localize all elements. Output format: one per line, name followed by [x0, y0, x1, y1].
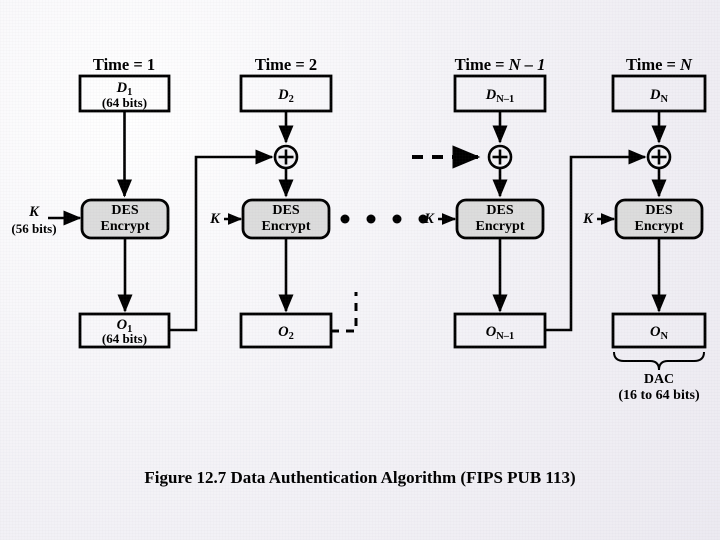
ellipsis-dot-4	[418, 214, 428, 224]
stage-n-des-line1: DES	[645, 203, 672, 218]
stage-2-feedback-dashed-path	[331, 292, 358, 333]
stage-1-data-size-label: (64 bits)	[102, 95, 147, 110]
stage-2-des-line2: Encrypt	[262, 219, 311, 234]
stage-2-time-label: Time = 2	[255, 55, 317, 74]
stage-n-minus-1-data-label: DN–1	[485, 87, 514, 105]
stage-n-minus-1-feedback-path	[545, 149, 647, 332]
stage-1-output-label: O1	[117, 317, 133, 335]
stage-n-time-label: Time = N	[626, 55, 693, 74]
stage-n-des-line2: Encrypt	[635, 219, 684, 234]
stage-n-output-box	[611, 312, 707, 349]
stage-1-key-size-label: (56 bits)	[11, 221, 56, 236]
dac-size-label: (16 to 64 bits)	[618, 388, 700, 403]
stage-2-key-symbol: K	[209, 211, 221, 227]
stage-n-group: Time = N DN DES Encrypt K ON	[582, 55, 707, 349]
stage-n-data-label: DN	[649, 87, 668, 105]
stage-1-feedback-path	[169, 149, 274, 332]
stage-1-time-label: Time = 1	[93, 55, 155, 74]
stage-n-key-symbol: K	[582, 211, 594, 227]
stage-n-output-label: ON	[650, 324, 668, 342]
dac-label: DAC	[644, 372, 674, 387]
stage-1-key-symbol: K	[28, 204, 40, 220]
dac-brace	[613, 351, 705, 371]
stage-1-group: Time = 1 D1 (64 bits) DES Encrypt K (56 …	[11, 55, 274, 349]
stage-2-output-label: O2	[278, 324, 294, 342]
stage-1-data-label: D1	[116, 80, 133, 98]
stage-n-minus-1-key-symbol: K	[423, 211, 435, 227]
stage-1-des-line1: DES	[111, 203, 138, 218]
stage-n-minus-1-time-label: Time = N – 1	[455, 55, 546, 74]
stage-1-des-line2: Encrypt	[101, 219, 150, 234]
ellipsis-dot-2	[366, 214, 376, 224]
ellipsis-group	[340, 145, 481, 224]
figure-caption: Figure 12.7 Data Authentication Algorith…	[144, 468, 575, 487]
stage-2-data-label: D2	[277, 87, 294, 105]
stage-n-minus-1-output-label: ON–1	[486, 324, 514, 342]
stage-2-des-line1: DES	[272, 203, 299, 218]
ellipsis-dot-3	[392, 214, 402, 224]
stage-n-minus-1-des-line2: Encrypt	[476, 219, 525, 234]
stage-2-group: Time = 2 D2 DES Encrypt K O2	[209, 55, 358, 349]
stage-n-minus-1-des-line1: DES	[486, 203, 513, 218]
dac-result-group: DAC (16 to 64 bits)	[613, 351, 705, 403]
ellipsis-dot-1	[340, 214, 350, 224]
stage-1-output-size-label: (64 bits)	[102, 331, 147, 346]
stage-n-minus-1-group: Time = N – 1 DN–1 DES Encrypt K ON–1	[423, 55, 647, 349]
